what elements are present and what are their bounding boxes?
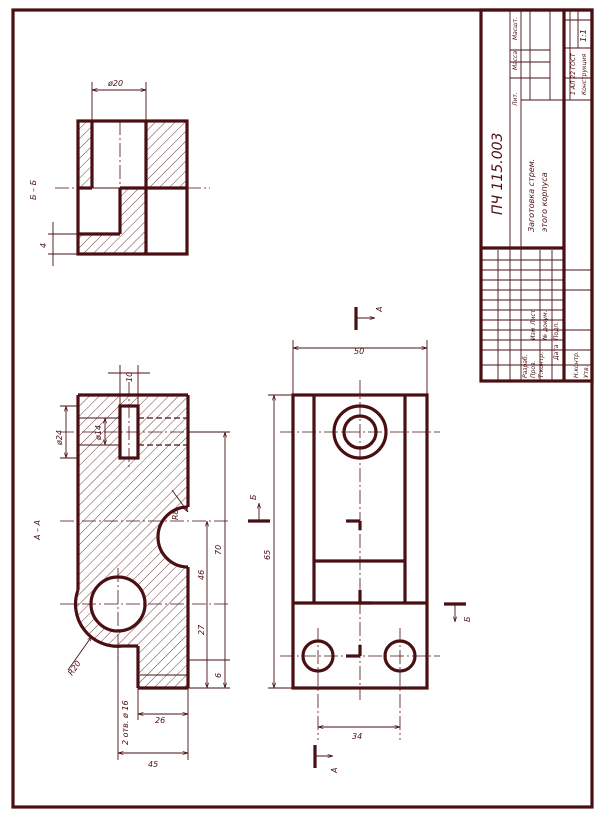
row-label-0: Изм: [530, 327, 537, 340]
section-b-view: [48, 82, 210, 266]
dim-27: 27: [197, 624, 206, 635]
row-label-8: Н.контр.: [573, 351, 580, 378]
dim-hole-spacing: 34: [352, 732, 362, 741]
dim-6: 6: [214, 673, 223, 678]
dim-width-45: 45: [148, 760, 158, 769]
dim-counterbore-depth: 10: [125, 372, 134, 382]
dim-top-width: 50: [354, 347, 364, 356]
sheet-frame: [11, 8, 594, 809]
cut-label-a-top: А: [375, 307, 384, 313]
section-a-label: А – А: [33, 520, 42, 541]
dim-46: 46: [197, 570, 206, 580]
dim-arc-radius: R8: [171, 509, 180, 520]
dim-fillet: R20: [66, 659, 82, 677]
section-b-label: Б – Б: [29, 179, 38, 200]
title-block: [479, 8, 594, 383]
row-label-1: Лист: [530, 309, 537, 326]
dim-outer-dia: ø24: [55, 430, 64, 446]
dim-width-26: 26: [155, 716, 165, 725]
part-name-line2: этого корпуса: [540, 172, 549, 232]
top-view: [248, 307, 466, 768]
part-name-line1: Заготовка стрем.: [527, 159, 536, 232]
cut-label-b-right: Б: [463, 616, 472, 622]
scale-label: 1:1: [579, 29, 588, 42]
dim-inner-dia: ø14: [94, 425, 103, 441]
col-label-2: Масшт.: [512, 17, 519, 40]
row-label-9: Утв.: [583, 365, 590, 378]
row-label-5: Разраб.: [522, 354, 529, 378]
col-label-1: Масса: [512, 51, 519, 70]
section-a-view: [60, 365, 230, 760]
material-line2: Конструкция: [581, 53, 588, 95]
col-label-0: Лит.: [512, 92, 519, 107]
row-label-6: Пров.: [530, 360, 537, 378]
material-line1: 1 АЛ 22 ГОСТ: [570, 52, 577, 95]
row-label-4: Дата: [553, 344, 560, 361]
dim-top-bore: ø20: [107, 79, 123, 88]
row-label-7: Т.контр.: [538, 352, 545, 378]
drawing-designation: ПЧ 115.003: [490, 133, 506, 215]
row-label-2: № докум.: [542, 310, 549, 341]
dim-top-length: 65: [263, 550, 272, 560]
cut-label-b-left: Б: [249, 494, 258, 500]
dim-step-height: 4: [39, 243, 48, 248]
dim-holes: 2 отв. ø 16: [121, 700, 130, 745]
cut-label-a-bottom: А: [330, 768, 339, 774]
dim-total-height: 70: [214, 545, 223, 555]
row-label-3: Подп.: [553, 322, 560, 340]
